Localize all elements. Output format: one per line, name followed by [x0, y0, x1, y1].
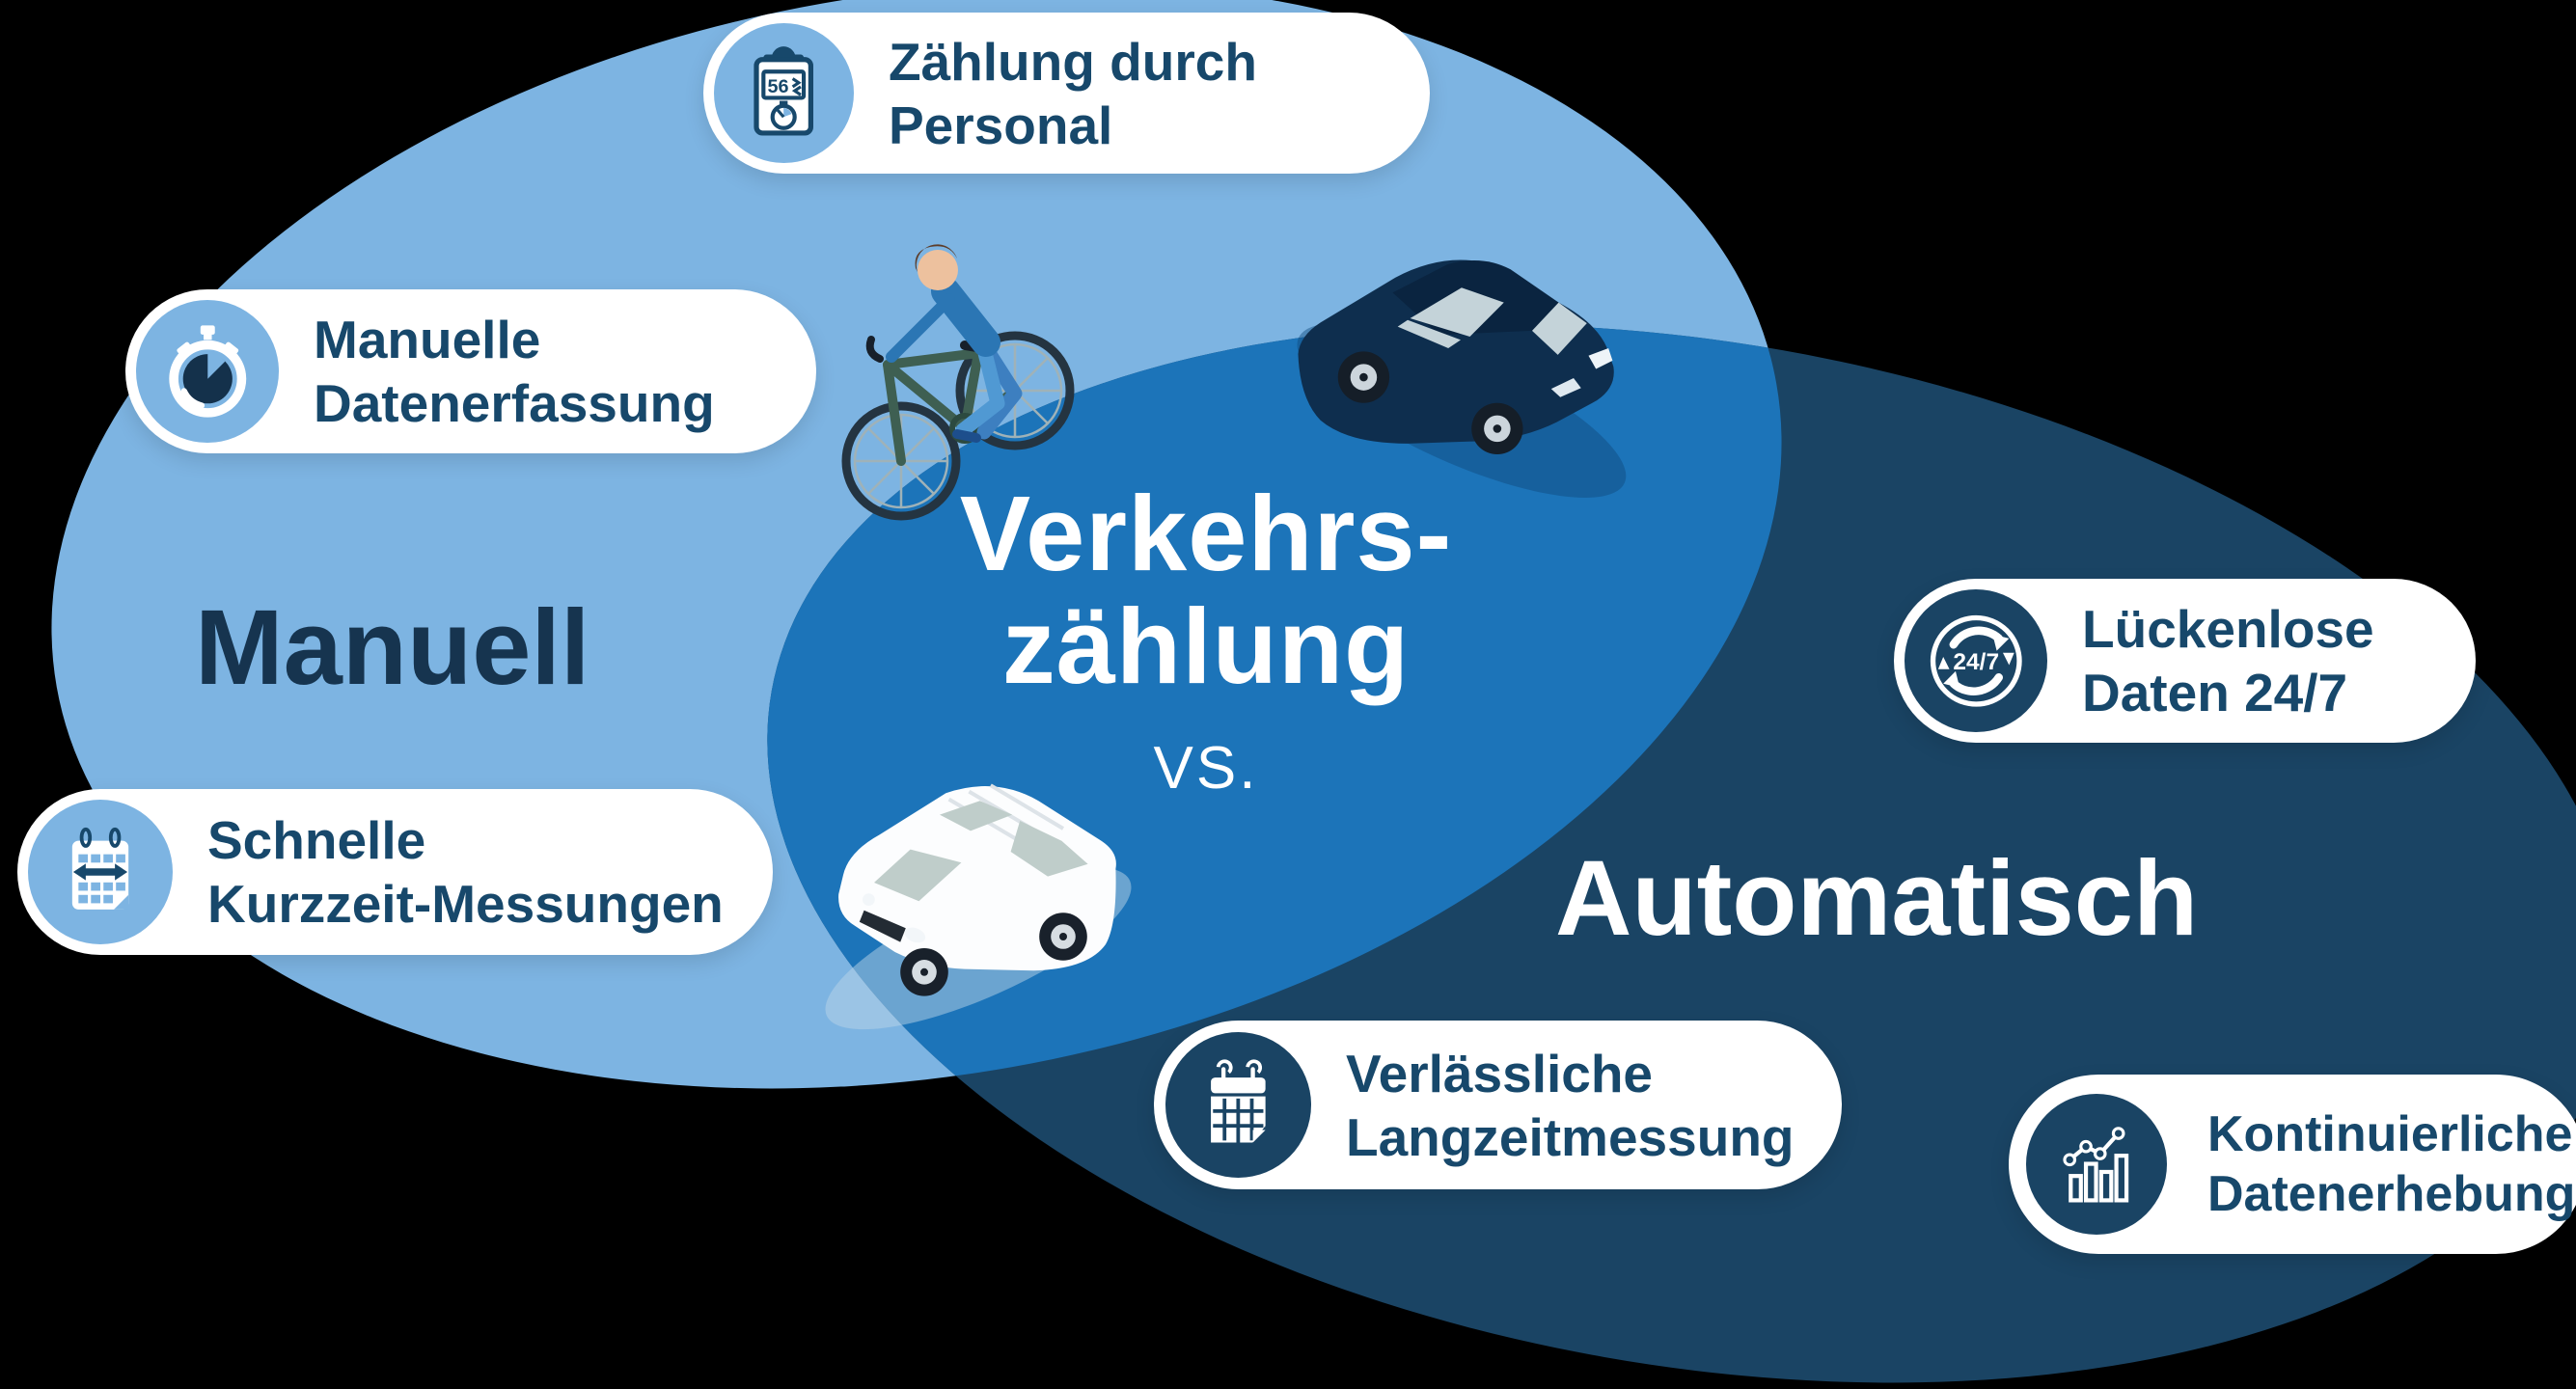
calendar-icon — [1165, 1032, 1311, 1178]
clipboard-tally-counter-icon: 56 — [714, 23, 854, 163]
pill-label: Zählung durch Personal — [889, 31, 1257, 155]
badge-24-7: 24/7 — [1953, 649, 1999, 675]
white-suv-car-illustration — [825, 783, 1132, 1030]
vs-label: VS. — [1153, 735, 1259, 803]
pill-manuelle-datenerfassung: Manuelle Datenerfassung — [125, 289, 816, 453]
pill-lueckenlose-daten-24-7: 24/7 Lückenlose Daten 24/7 — [1894, 579, 2476, 743]
title-line-2: zählung — [1001, 586, 1411, 706]
pill-kontinuierliche-datenerhebung: Kontinuierliche Datenerhebung — [2009, 1075, 2576, 1254]
24-7-loop-icon: 24/7 — [1905, 589, 2047, 732]
dark-sedan-car-illustration — [1297, 259, 1627, 498]
automatic-set-label: Automatisch — [1555, 839, 2199, 958]
pill-label: Verlässliche Langzeitmessung — [1346, 1043, 1795, 1167]
pill-label: Lückenlose Daten 24/7 — [2082, 599, 2374, 722]
title-line-1: Verkehrs- — [959, 475, 1453, 593]
pill-schnelle-kurzzeit-messungen: Schnelle Kurzzeit-Messungen — [17, 789, 773, 955]
pill-zaehlung-durch-personal: 56 Zählung durch Personal — [703, 13, 1430, 174]
cyclist-illustration — [841, 244, 1075, 521]
bar-chart-trend-icon — [2026, 1094, 2167, 1235]
pill-label: Manuelle Datenerfassung — [314, 310, 715, 433]
pill-label: Kontinuierliche Datenerhebung — [2207, 1105, 2576, 1222]
center-title: Verkehrs- zählung VS. — [888, 475, 1524, 803]
counter-value: 56 — [768, 76, 789, 97]
calendar-timespan-icon — [28, 800, 173, 944]
pill-verlaessliche-langzeitmessung: Verlässliche Langzeitmessung — [1154, 1021, 1842, 1189]
pill-label: Schnelle Kurzzeit-Messungen — [207, 810, 724, 934]
manual-set-label: Manuell — [195, 588, 590, 707]
stopwatch-icon — [136, 300, 279, 443]
